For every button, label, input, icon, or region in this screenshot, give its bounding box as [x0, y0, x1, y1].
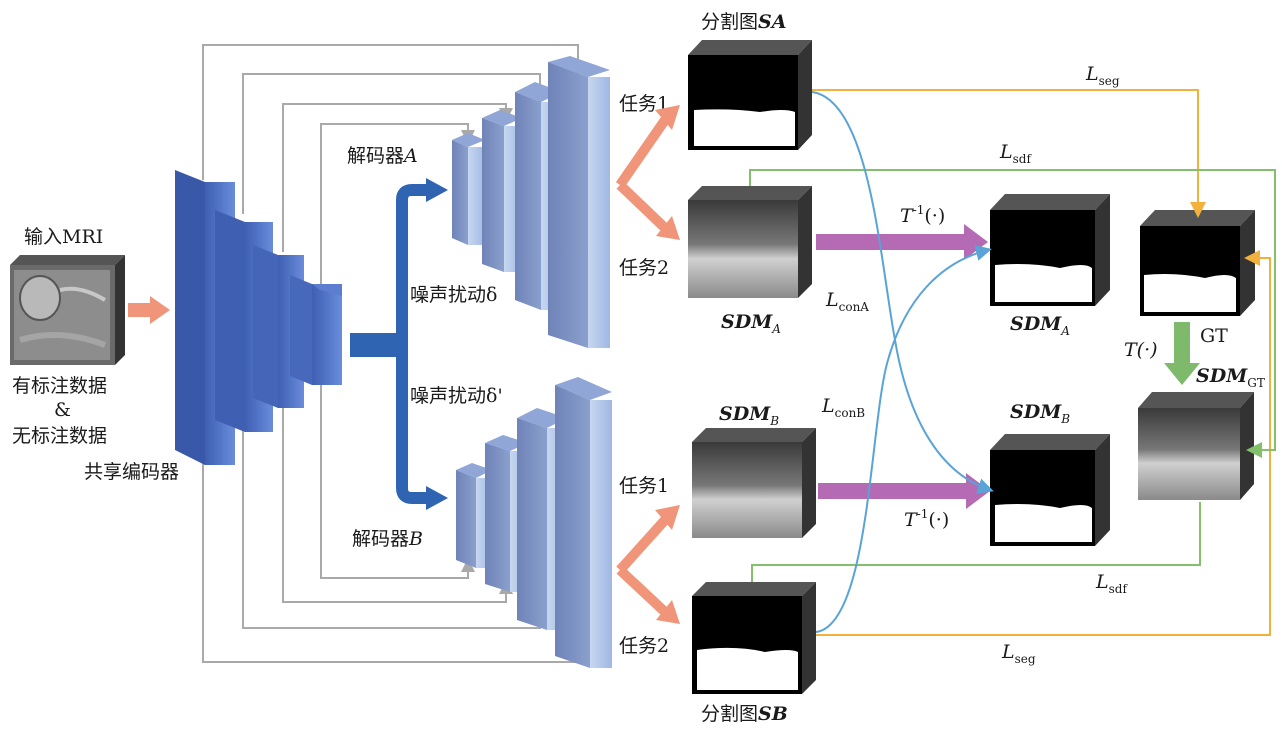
- encoder-label: 共享编码器: [84, 461, 179, 483]
- task2-b-label: 任务2: [619, 635, 669, 657]
- seg-b-cube: [692, 582, 816, 694]
- loss-sdf-top-label: Lsdf: [999, 141, 1032, 166]
- task1-a-label: 任务1: [619, 93, 669, 115]
- sdm-b-right-cube: [990, 434, 1110, 546]
- sdm-b-right-label: SDMB: [1010, 401, 1070, 426]
- sdm-gt-cube: [1138, 392, 1254, 500]
- t-transform-label: T(·): [1124, 339, 1158, 361]
- sdm-a-label: SDMA: [721, 311, 781, 336]
- task1-b-label: 任务1: [619, 475, 669, 497]
- loss-sdf-top-line: [749, 169, 1276, 458]
- inverse-transform-arrows: [816, 224, 990, 509]
- loss-sdf-bottom-line: [751, 502, 1201, 582]
- gt-label: GT: [1200, 325, 1228, 347]
- skip-connections: [202, 44, 585, 663]
- loss-con-b-label: LconB: [821, 395, 865, 420]
- loss-seg-bottom-line: [816, 250, 1271, 636]
- loss-con-a-label: LconA: [825, 289, 869, 314]
- task2-a-label: 任务2: [619, 257, 669, 279]
- branch-arrow-b: [396, 345, 428, 504]
- loss-seg-top-line: [812, 89, 1206, 218]
- loss-sdf-bottom-label: Lsdf: [1095, 571, 1128, 596]
- loss-con-a-curve: [811, 91, 994, 494]
- decoder-a-label: 解码器A: [347, 145, 418, 167]
- input-arrow: [128, 296, 170, 324]
- noise-b-label: 噪声扰动δ': [410, 385, 503, 407]
- decoder-a: [452, 56, 610, 348]
- branch-arrow-a: [396, 184, 428, 345]
- sdm-b-label: SDMB: [719, 403, 779, 428]
- task-fork-arrows: [615, 105, 680, 624]
- seg-b-title: 分割图SB: [701, 703, 788, 725]
- input-mri-cube: [10, 255, 125, 365]
- gt-cube: [1140, 210, 1255, 316]
- bottleneck-bar: [350, 333, 402, 357]
- loss-seg-bottom-label: Lseg: [1001, 641, 1036, 666]
- decoder-b: [456, 377, 612, 668]
- input-title: 输入MRI: [24, 226, 103, 248]
- inv-transform-label-b: T-1(·): [904, 507, 949, 531]
- sdm-a-right-cube: [990, 194, 1110, 306]
- sdm-gt-label: SDMGT: [1196, 365, 1265, 390]
- input-labeled: 有标注数据: [12, 375, 107, 397]
- noise-a-label: 噪声扰动δ: [410, 284, 497, 306]
- input-and: &: [54, 399, 71, 421]
- seg-a-cube: [688, 40, 812, 150]
- loss-seg-top-label: Lseg: [1085, 63, 1120, 88]
- input-unlabeled: 无标注数据: [12, 425, 107, 447]
- decoder-b-label: 解码器B: [352, 528, 423, 550]
- shared-encoder: [175, 170, 342, 465]
- seg-a-title: 分割图SA: [701, 11, 786, 33]
- t-transform-arrow: [1164, 322, 1200, 385]
- sdm-b-cube: [692, 428, 816, 538]
- loss-con-b-curve: [815, 245, 992, 633]
- sdm-a-cube: [688, 186, 812, 298]
- sdm-a-right-label: SDMA: [1010, 313, 1070, 338]
- inv-transform-label-a: T-1(·): [900, 203, 945, 227]
